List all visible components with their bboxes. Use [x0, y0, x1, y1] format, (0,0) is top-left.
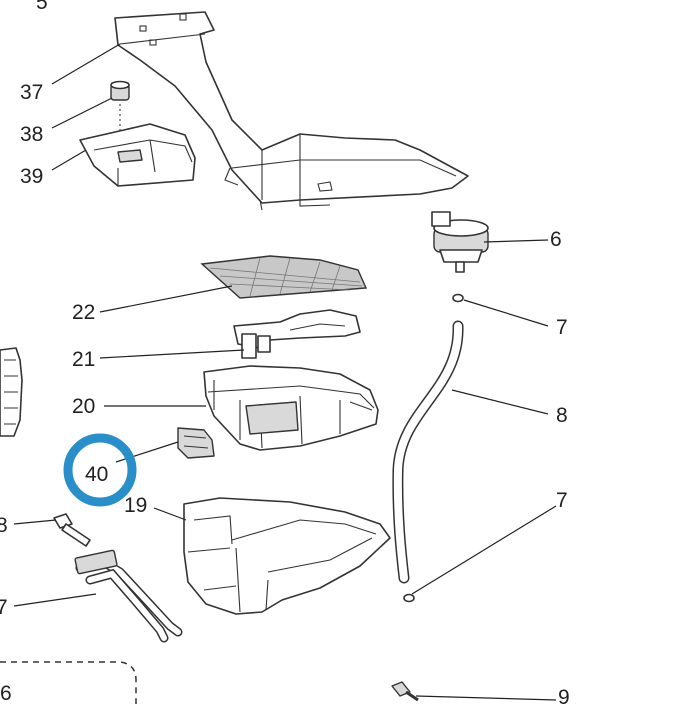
- part-37-frame: [114, 11, 469, 211]
- label-6: 6: [550, 228, 562, 251]
- label-5: 5: [36, 0, 48, 14]
- label-22: 22: [72, 301, 95, 324]
- part-21-siphon-cap: [233, 309, 361, 359]
- part-8-hose: [392, 320, 464, 584]
- part-20-detergent-drawer: [203, 365, 379, 451]
- label-6-left: 6: [0, 682, 12, 704]
- label-9: 9: [558, 686, 570, 704]
- label-7-top: 7: [556, 316, 568, 339]
- part-9-screw: [391, 681, 419, 702]
- label-8-left: 8: [0, 514, 8, 537]
- part-19-drawer-housing: [183, 497, 391, 615]
- part-39-tray: [79, 123, 196, 187]
- label-7-bottom: 7: [556, 489, 568, 512]
- part-left-edge-block: [0, 347, 23, 437]
- part-22-filter-mesh: [200, 255, 368, 299]
- label-40: 40: [85, 463, 108, 486]
- label-7-left: 7: [0, 596, 8, 619]
- part-6-pressure-switch: [431, 211, 489, 273]
- label-38: 38: [20, 123, 43, 146]
- part-7-clip-bottom: [403, 593, 415, 603]
- label-19: 19: [124, 494, 147, 517]
- part-7-clip-top: [452, 293, 464, 303]
- part-8-left-screw: [53, 513, 91, 547]
- part-6-left-dashed-outline: [0, 661, 137, 704]
- label-39: 39: [20, 165, 43, 188]
- label-37: 37: [20, 81, 43, 104]
- label-20: 20: [72, 395, 95, 418]
- label-8: 8: [556, 404, 568, 427]
- part-7-left-heater: [74, 549, 183, 643]
- highlight-circle: [63, 433, 137, 507]
- leader-lines: [13, 43, 557, 701]
- part-40-insert: [177, 427, 215, 459]
- label-21: 21: [72, 348, 95, 371]
